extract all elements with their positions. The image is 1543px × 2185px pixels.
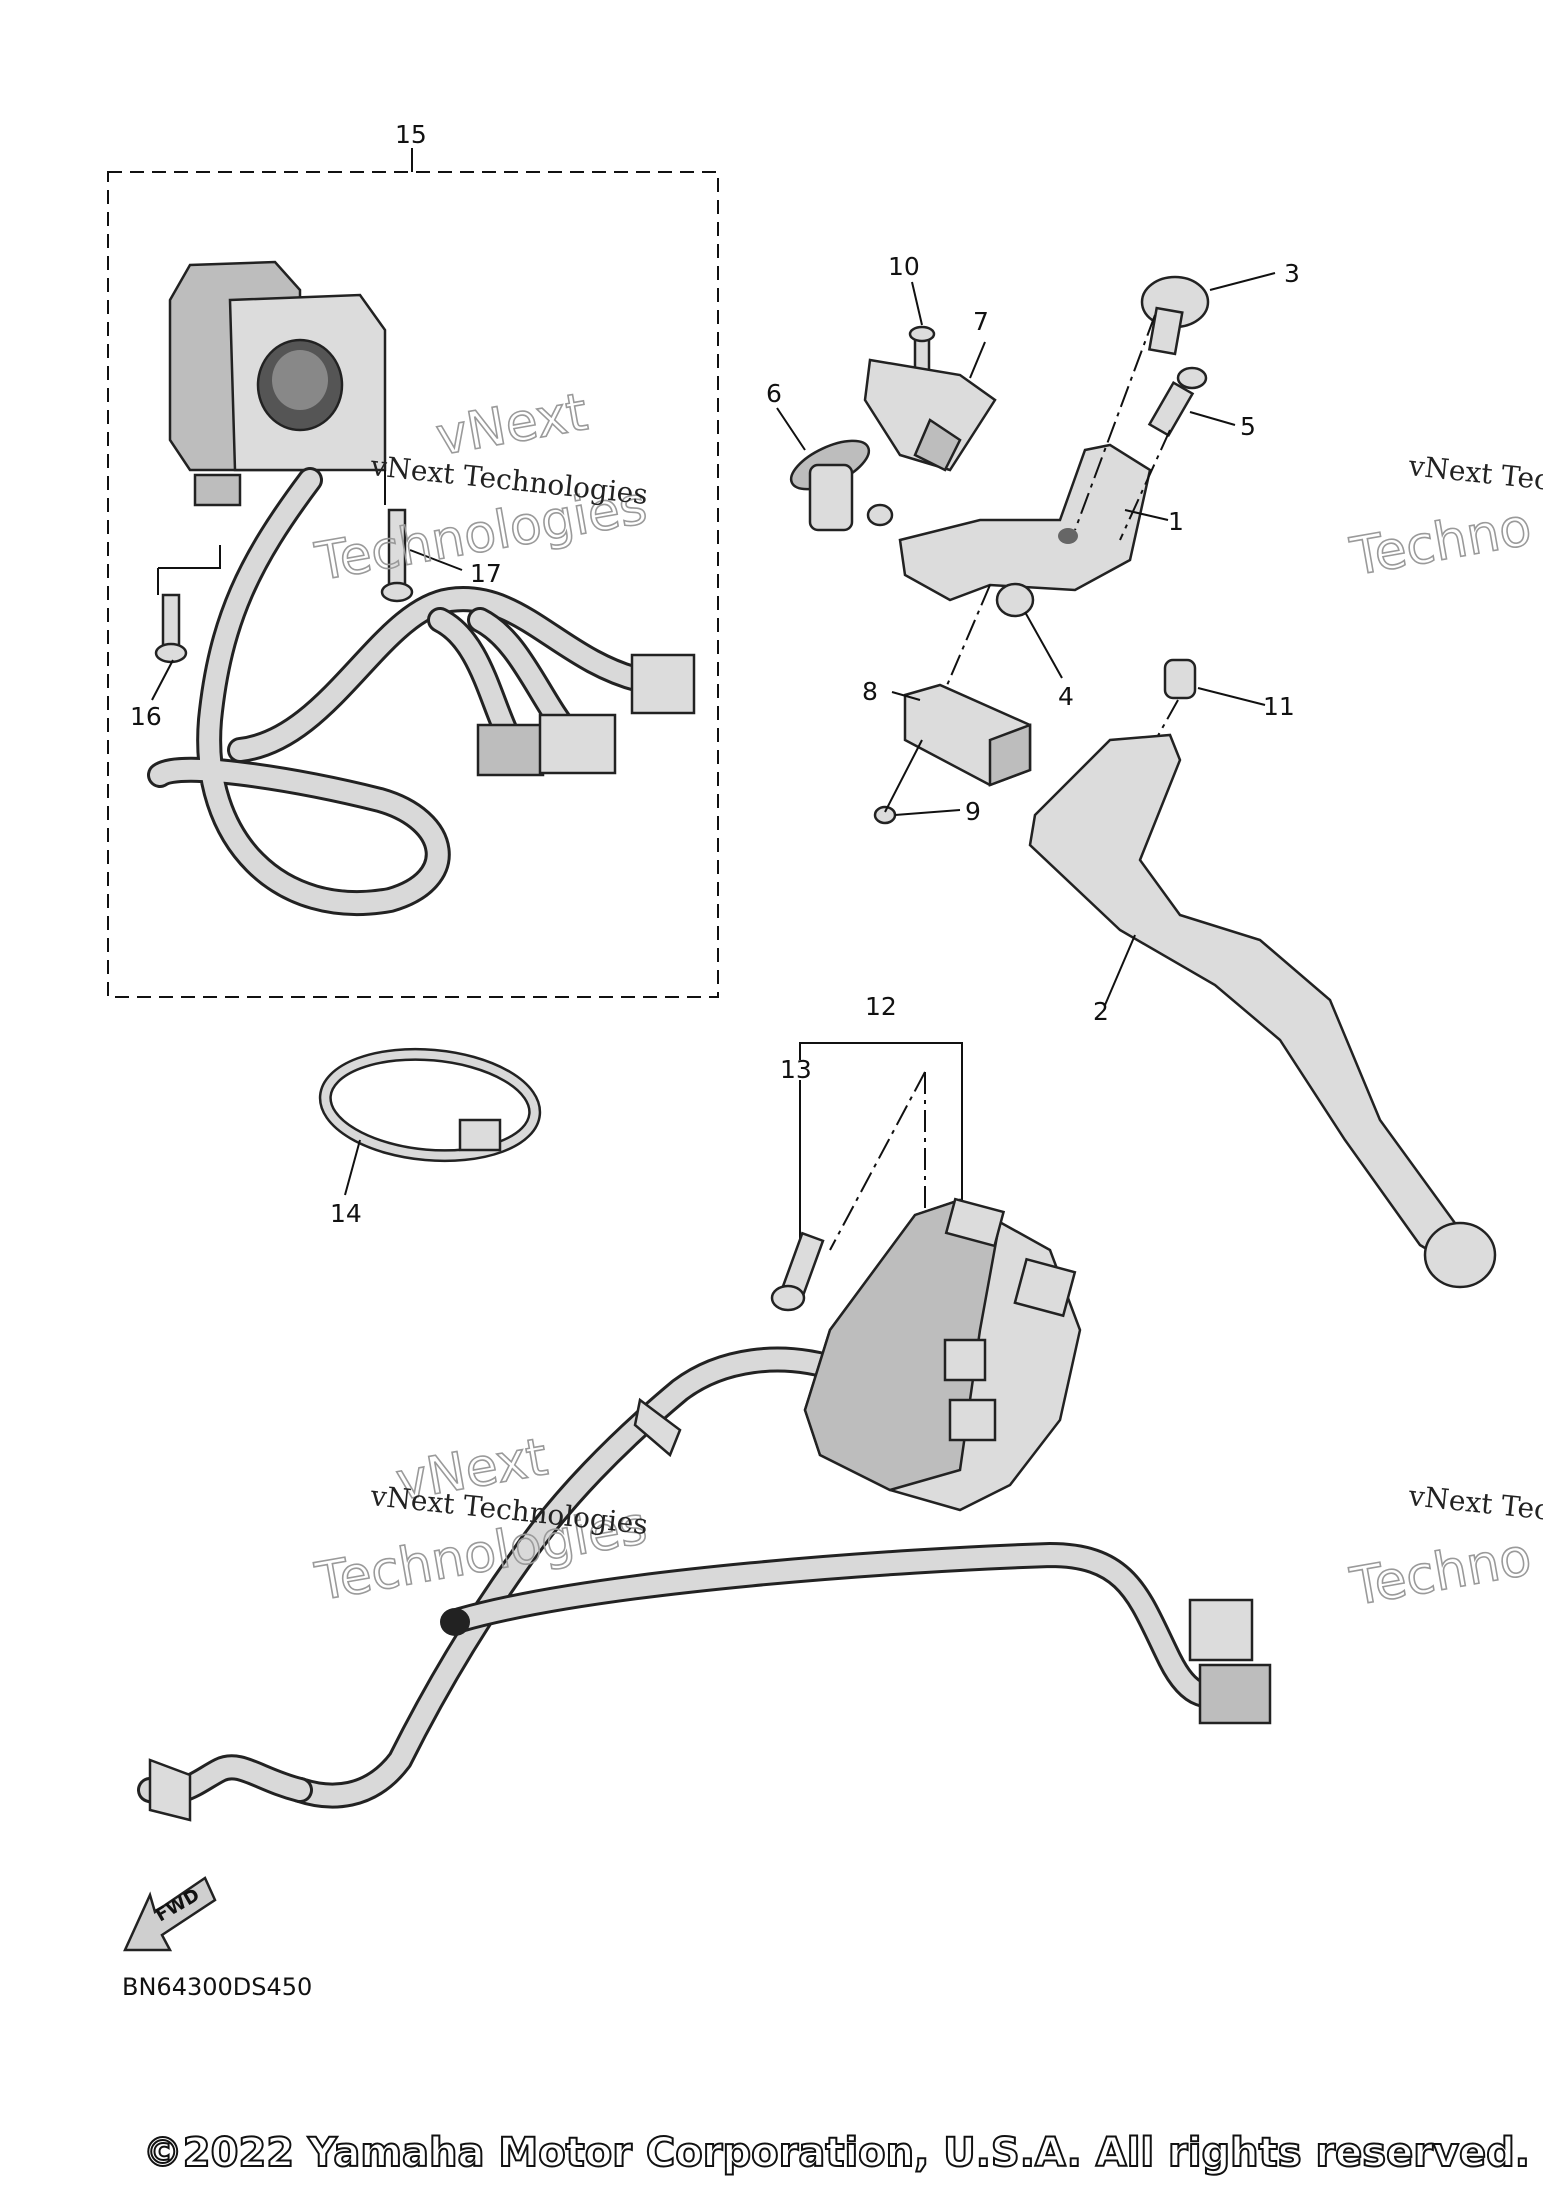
watermark-bottom-right: vNext Tec Techno [1345,1479,1543,1619]
callout-5: 5 [1240,412,1256,441]
callout-8: 8 [862,677,878,706]
callout-14: 14 [330,1199,362,1228]
band-14 [318,1047,542,1163]
watermark-top-right: vNext Tec Techno [1345,449,1543,589]
callout-17: 17 [470,559,502,588]
screw-17 [380,508,414,603]
callout-9: 9 [965,797,981,826]
callout-6: 6 [766,379,782,408]
pivot-6 [789,439,894,532]
lever-holder-1 [898,443,1152,602]
callout-15: 15 [395,120,427,149]
diagram-code: BN64300DS450 [122,1973,312,2001]
svg-text:vNext Tec: vNext Tec [1406,449,1543,497]
callout-11: 11 [1263,692,1295,721]
kit-dashed-box [107,171,719,998]
callout-1: 1 [1168,507,1184,536]
handlebar-switch-12 [137,1197,1272,1822]
bolt-5 [1147,366,1208,437]
screw-16 [154,593,188,664]
bolt-10 [908,325,936,377]
collar-4 [995,582,1035,618]
callout-4: 4 [1058,682,1074,711]
adjuster-knob-3 [1140,275,1210,356]
switch-assembly-15 [147,260,696,917]
screw-13 [770,1231,825,1312]
callout-3: 3 [1284,259,1300,288]
fwd-arrow-icon: FWD [123,1876,217,1952]
svg-text:Techno: Techno [1346,1527,1536,1618]
svg-text:vNext: vNext [432,382,592,467]
callout-13: 13 [780,1055,812,1084]
screw-9 [873,805,897,825]
collar-11 [1163,658,1197,700]
bracket-7 [863,358,997,472]
callout-2: 2 [1093,997,1109,1026]
svg-text:vNext Tec: vNext Tec [1406,1479,1543,1527]
callout-12: 12 [865,992,897,1021]
callout-10: 10 [888,252,920,281]
copyright-notice: ©2022 Yamaha Motor Corporation, U.S.A. A… [142,2129,1531,2177]
svg-text:Techno: Techno [1346,497,1536,588]
callout-7: 7 [973,307,989,336]
clutch-lever-2 [1028,733,1497,1289]
clutch-switch-8 [903,683,1032,787]
callout-16: 16 [130,702,162,731]
